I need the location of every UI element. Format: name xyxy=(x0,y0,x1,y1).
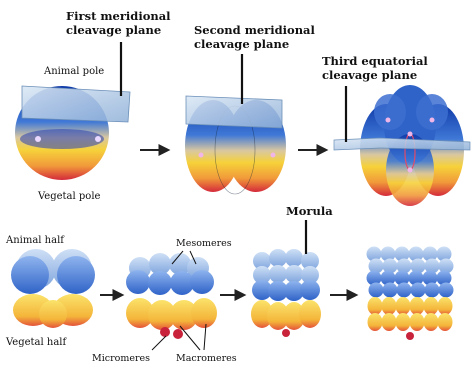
morula-cell xyxy=(368,297,383,315)
nucleus-a xyxy=(199,153,204,158)
second-meridional-label-2: cleavage plane xyxy=(194,37,289,51)
morula-cell xyxy=(396,313,411,331)
micromere xyxy=(406,332,414,340)
vegetal-pole-label: Vegetal pole xyxy=(37,191,101,202)
nucleus-left xyxy=(35,136,41,142)
morula-cell xyxy=(439,283,454,298)
nucleus-d xyxy=(430,118,435,123)
second-meridional-plane xyxy=(186,96,282,128)
macromere xyxy=(191,298,217,328)
micromere xyxy=(160,327,170,337)
animal-pole-label: Animal pole xyxy=(43,66,104,77)
nucleus-right xyxy=(95,136,101,142)
morula-cell xyxy=(424,297,439,315)
morula-cell xyxy=(382,313,397,331)
first-meridional-label: First meridional xyxy=(66,9,171,23)
mesomeres-label: Mesomeres xyxy=(176,238,232,249)
mesomere xyxy=(148,271,172,295)
animal-cell-front-left xyxy=(11,256,49,294)
stage-32cell xyxy=(251,220,321,337)
morula-cell xyxy=(369,283,384,298)
nucleus-b xyxy=(271,153,276,158)
micromeres-label: Micromeres xyxy=(92,353,150,364)
micromeres-pointer xyxy=(152,336,166,350)
vegetal-cell-mid xyxy=(39,300,67,328)
morula-cell xyxy=(382,297,397,315)
morula-cell xyxy=(438,297,453,315)
stage-morula xyxy=(367,247,454,341)
stage-8cell xyxy=(334,85,470,206)
cell-top-lobe-a xyxy=(374,94,406,130)
stage-4cell xyxy=(185,54,286,194)
animal-cell-front-right xyxy=(57,256,95,294)
stage-8cell-side xyxy=(11,249,95,328)
morula-cell xyxy=(410,313,425,331)
third-equatorial-label-2: cleavage plane xyxy=(322,68,417,82)
blue-tier xyxy=(252,280,320,301)
nucleus-e xyxy=(408,132,413,137)
nucleus-c xyxy=(386,118,391,123)
light-blue-tier xyxy=(253,249,319,284)
third-equatorial-label: Third equatorial xyxy=(322,54,428,68)
nucleus-f xyxy=(408,168,413,173)
yellow-tier xyxy=(251,300,321,330)
morula-cell xyxy=(425,283,440,298)
morula-cell xyxy=(368,313,383,331)
morula-cell xyxy=(410,297,425,315)
morula-cell xyxy=(411,283,426,298)
first-meridional-plane xyxy=(22,86,130,122)
first-meridional-label-2: cleavage plane xyxy=(66,23,161,37)
morula-cell xyxy=(438,313,453,331)
micromere xyxy=(282,329,290,337)
stage-16cell xyxy=(126,251,217,350)
stage-2cell xyxy=(15,42,130,180)
morula-cell xyxy=(383,283,398,298)
mesomere xyxy=(126,270,150,294)
micromere xyxy=(173,329,183,339)
macromeres-pointer-a xyxy=(180,326,200,350)
morula-cell xyxy=(397,283,412,298)
vegetal-half-label: Vegetal half xyxy=(5,337,67,348)
morula-cell xyxy=(424,313,439,331)
mesomere xyxy=(190,270,214,294)
morula-cell xyxy=(396,297,411,315)
macromeres-label: Macromeres xyxy=(176,353,237,364)
morula-label: Morula xyxy=(286,204,333,218)
cell-top-lobe-b xyxy=(416,94,448,130)
second-meridional-label: Second meridional xyxy=(194,23,316,37)
animal-half-label: Animal half xyxy=(5,235,65,246)
egg-equator-band xyxy=(20,129,104,149)
